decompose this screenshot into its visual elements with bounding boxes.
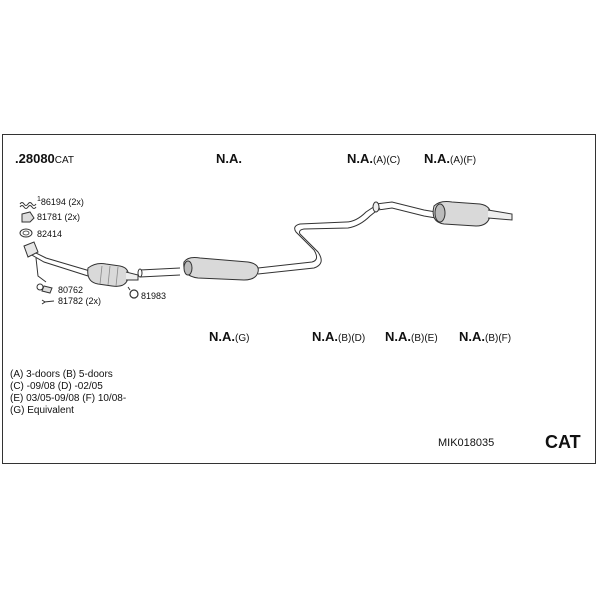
legend-line-2: (C) -09/08 (D) -02/05 [10, 381, 103, 392]
front-pipe [29, 253, 89, 277]
part-82414: 82414 [37, 229, 63, 239]
bolt-icon [41, 299, 55, 305]
nut-icon [21, 211, 35, 223]
na-label-5: N.A.(B)(D) [312, 329, 366, 344]
down-pipe-bracket [35, 257, 47, 283]
catalytic-converter [87, 263, 139, 287]
part-81781: 81781 (2x) [37, 212, 81, 222]
manifold-flange [23, 241, 39, 258]
rear-pipe-joint [372, 201, 437, 219]
intermediate-stub [137, 267, 181, 278]
system-code: MIK018035 [438, 437, 495, 449]
middle-silencer [183, 257, 259, 281]
na-label-2: N.A.(A)(C) [347, 151, 401, 166]
legend-line-4: (G) Equivalent [10, 405, 74, 416]
front-pipe-edge [29, 249, 91, 272]
legend-line-1: (A) 3-doors (B) 5-doors [10, 369, 113, 380]
na-label-4: N.A.(G) [209, 329, 250, 344]
cat-badge: CAT [545, 432, 581, 452]
clamp-icon [36, 283, 53, 294]
na-label-3: N.A.(A)(F) [424, 151, 477, 166]
part-81782: 81782 (2x) [58, 296, 102, 306]
rear-silencer [432, 201, 513, 227]
main-part-number: 28080 [18, 151, 55, 166]
na-label-7: N.A.(B)(F) [459, 329, 512, 344]
part-80762: 80762 [58, 285, 84, 295]
diagram-frame [2, 134, 596, 464]
legend-line-3: (E) 03/05-09/08 (F) 10/08- [10, 393, 127, 404]
na-label-6: N.A.(B)(E) [385, 329, 438, 344]
spring-bolt-icon [19, 202, 37, 209]
main-part-suffix: CAT [54, 155, 75, 166]
hanger-ring-icon [127, 286, 139, 299]
legend: (A) 3-doors (B) 5-doors (C) -09/08 (D) -… [10, 369, 126, 417]
part-86194: 186194 (2x) [37, 196, 84, 207]
part-81983: 81983 [141, 291, 167, 301]
na-label-1: N.A. [216, 151, 242, 166]
gasket-icon [19, 228, 33, 238]
over-axle-pipe [257, 203, 381, 275]
main-part-label: .28080CAT [15, 151, 75, 166]
